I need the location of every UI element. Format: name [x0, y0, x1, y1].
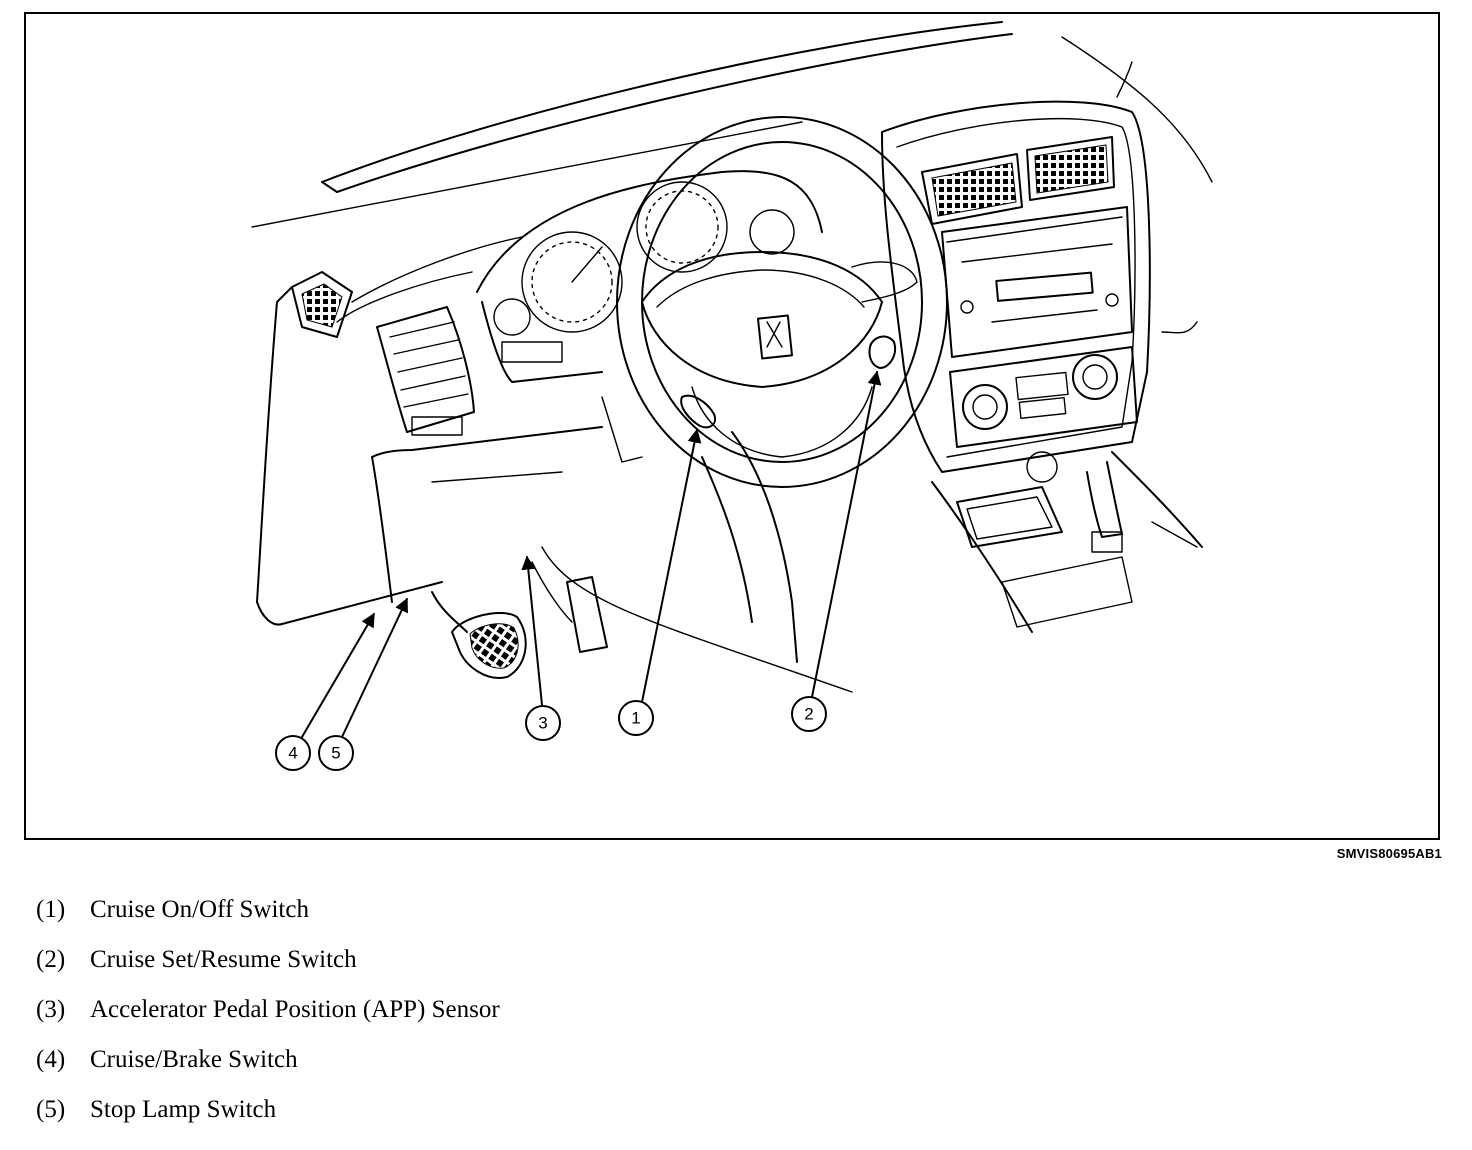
console-and-shifter: [931, 321, 1203, 633]
accelerator-pedal: [566, 576, 608, 653]
cruise-set-resume-switch-shape: [868, 335, 896, 369]
dash-top: [251, 21, 1213, 228]
callout-5: 5: [318, 735, 354, 771]
left-side-vent: [291, 271, 353, 338]
svg-text:5: 5: [331, 744, 340, 763]
svg-text:4: 4: [288, 744, 297, 763]
legend-label: Cruise On/Off Switch: [90, 896, 309, 923]
radio-unit: [941, 206, 1133, 358]
cruise-on-off-switch-shape: [680, 394, 716, 429]
leader-lines: [301, 370, 882, 738]
center-left-vent: [921, 153, 1023, 225]
climate-controls: [949, 346, 1138, 448]
diagram-frame: 1 2 3 4 5: [24, 12, 1440, 840]
callout-4: 4: [275, 735, 311, 771]
dashboard-line-drawing: 1 2 3 4 5: [251, 21, 1213, 771]
callout-3: 3: [525, 705, 561, 741]
legend-label: Cruise Set/Resume Switch: [90, 946, 357, 973]
center-right-vent: [1026, 136, 1115, 201]
svg-text:1: 1: [631, 709, 640, 728]
steering-column: [601, 396, 798, 663]
figure-id-code: SMVIS80695AB1: [1336, 846, 1442, 861]
legend-item: (1) Cruise On/Off Switch: [36, 896, 500, 946]
legend-number: (1): [36, 896, 66, 923]
legend-item: (2) Cruise Set/Resume Switch: [36, 946, 500, 996]
legend-item: (3) Accelerator Pedal Position (APP) Sen…: [36, 996, 500, 1046]
legend-label: Cruise/Brake Switch: [90, 1046, 298, 1073]
callout-legend: (1) Cruise On/Off Switch (2) Cruise Set/…: [36, 896, 500, 1146]
legend-number: (2): [36, 946, 66, 973]
legend-item: (5) Stop Lamp Switch: [36, 1096, 500, 1146]
brake-pedal: [431, 591, 527, 679]
legend-item: (4) Cruise/Brake Switch: [36, 1046, 500, 1096]
legend-label: Stop Lamp Switch: [90, 1096, 277, 1123]
callout-2: 2: [791, 696, 827, 732]
dash-left-panel: [256, 236, 603, 626]
svg-text:3: 3: [538, 714, 547, 733]
svg-text:2: 2: [804, 705, 813, 724]
steering-wheel: [616, 116, 948, 488]
legend-number: (3): [36, 996, 66, 1023]
steering-wheel-logo: [756, 314, 794, 360]
callout-1: 1: [618, 700, 654, 736]
legend-number: (5): [36, 1096, 66, 1123]
left-center-vent: [376, 306, 475, 436]
center-stack: [881, 100, 1151, 473]
legend-number: (4): [36, 1046, 66, 1073]
legend-label: Accelerator Pedal Position (APP) Sensor: [90, 996, 500, 1023]
pedals-area: [431, 546, 853, 693]
